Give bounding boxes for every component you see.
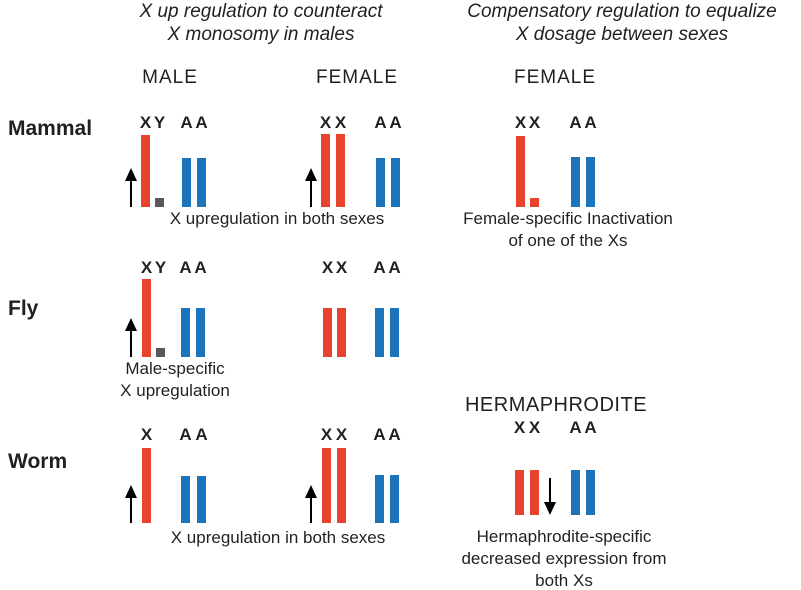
mammal-male-x-chromosome-bar: [141, 135, 150, 207]
female-compensated-column-header: FEMALE: [513, 67, 597, 88]
worm-male-a-chromosome-label: A: [179, 425, 192, 444]
mammal-male-y-chromosome-bar: [155, 198, 164, 207]
down-arrow-icon: [544, 478, 557, 515]
mammal-female-compensated-x-chromosome-label: X: [528, 113, 541, 132]
worm-male-a-chromosome-bar: [181, 476, 190, 523]
fly-female-a-chromosome-bar: [390, 308, 399, 357]
male-column-header: MALE: [142, 67, 198, 88]
mammal-female-compensated-a-chromosome-bar: [586, 157, 595, 207]
worm-female-a-chromosome-label: A: [373, 425, 386, 444]
up-arrow-icon: [125, 168, 138, 207]
mammal-male-a-chromosome-label: A: [180, 113, 193, 132]
mammal-upregulation-note: X upregulation in both sexes: [169, 209, 385, 228]
worm-hermaphrodite-a-chromosome-bar: [571, 470, 580, 515]
worm-male-a-chromosome-label: A: [195, 425, 208, 444]
worm-female-a-chromosome-bar: [390, 475, 399, 523]
mammal-female-compensated-x-chromosome-label: X: [514, 113, 527, 132]
mammal-male-a-chromosome-label: A: [195, 113, 208, 132]
right-section-title-line2: X dosage between sexes: [515, 24, 729, 45]
mammal-female-compensated-a-chromosome-label: A: [569, 113, 582, 132]
worm-hermaphrodite-x-chromosome-label: X: [513, 418, 526, 437]
left-section-title-line1: X up regulation to counteract: [139, 1, 383, 22]
mammal-female-compensated-x-chromosome-bar: [516, 136, 525, 207]
mammal-female-a-chromosome-bar: [391, 158, 400, 207]
worm-upregulation-note: X upregulation in both sexes: [170, 528, 386, 547]
worm-hermaphrodite-a-chromosome-bar: [586, 470, 595, 515]
worm-female-x-chromosome-label: X: [320, 425, 333, 444]
worm-female-a-chromosome-bar: [375, 475, 384, 523]
worm-hermaphrodite-a-chromosome-label: A: [584, 418, 597, 437]
fly-female-a-chromosome-label: A: [373, 258, 386, 277]
mammal-male-a-chromosome-bar: [197, 158, 206, 207]
mammal-female-a-chromosome-label: A: [374, 113, 387, 132]
mammal-female-compensated-x-chromosome-bar: [530, 198, 539, 207]
worm-male-a-chromosome-bar: [197, 476, 206, 523]
row-label-mammal: Mammal: [8, 117, 93, 140]
worm-male-x-chromosome-label: X: [140, 425, 153, 444]
worm-female-x-chromosome-bar: [337, 448, 346, 523]
up-arrow-icon: [125, 318, 138, 357]
fly-male-a-chromosome-bar: [196, 308, 205, 357]
fly-female-x-chromosome-label: X: [321, 258, 334, 277]
left-section-title: X up regulation to counteract X monosomy…: [140, 0, 383, 46]
worm-hermaphrodite-x-chromosome-label: X: [528, 418, 541, 437]
worm-hermaphrodite-x-chromosome-bar: [530, 470, 539, 515]
up-arrow-icon: [125, 485, 138, 523]
fly-male-y-chromosome-bar: [156, 348, 165, 357]
mammal-male-y-chromosome-label: Y: [153, 113, 166, 132]
fly-male-y-chromosome-label: Y: [154, 258, 167, 277]
mammal-female-x-chromosome-bar: [321, 134, 330, 207]
fly-female-x-chromosome-label: X: [335, 258, 348, 277]
fly-male-a-chromosome-label: A: [194, 258, 207, 277]
fly-female-x-chromosome-bar: [337, 308, 346, 357]
fly-male-a-chromosome-bar: [181, 308, 190, 357]
up-arrow-icon: [305, 485, 318, 523]
fly-male-x-chromosome-label: X: [140, 258, 153, 277]
right-section-title-line1: Compensatory regulation to equalize: [467, 1, 777, 22]
mammal-female-a-chromosome-bar: [376, 158, 385, 207]
fly-male-x-chromosome-bar: [142, 279, 151, 357]
worm-female-x-chromosome-bar: [322, 448, 331, 523]
worm-hermaphrodite-a-chromosome-label: A: [569, 418, 582, 437]
left-section-title-line2: X monosomy in males: [167, 24, 355, 45]
mammal-female-a-chromosome-label: A: [389, 113, 402, 132]
mammal-female-x-chromosome-label: X: [334, 113, 347, 132]
mammal-female-compensated-a-chromosome-bar: [571, 157, 580, 207]
fly-female-x-chromosome-bar: [323, 308, 332, 357]
female-column-header: FEMALE: [315, 67, 399, 88]
fly-female-a-chromosome-label: A: [388, 258, 401, 277]
worm-hermaphrodite-x-chromosome-bar: [515, 470, 524, 515]
right-section-title: Compensatory regulation to equalize X do…: [467, 0, 776, 46]
fly-female-a-chromosome-bar: [375, 308, 384, 357]
mammal-male-x-chromosome-label: X: [139, 113, 152, 132]
worm-female-a-chromosome-label: A: [388, 425, 401, 444]
mammal-female-x-chromosome-label: X: [319, 113, 332, 132]
worm-male-x-chromosome-bar: [142, 448, 151, 523]
row-label-fly: Fly: [8, 297, 39, 320]
worm-female-x-chromosome-label: X: [335, 425, 348, 444]
mammal-female-compensated-a-chromosome-label: A: [584, 113, 597, 132]
row-label-worm: Worm: [8, 450, 68, 473]
up-arrow-icon: [305, 168, 318, 207]
mammal-female-x-chromosome-bar: [336, 134, 345, 207]
mammal-male-a-chromosome-bar: [182, 158, 191, 207]
hermaphrodite-header: HERMAPHRODITE: [464, 394, 648, 416]
fly-male-a-chromosome-label: A: [179, 258, 192, 277]
